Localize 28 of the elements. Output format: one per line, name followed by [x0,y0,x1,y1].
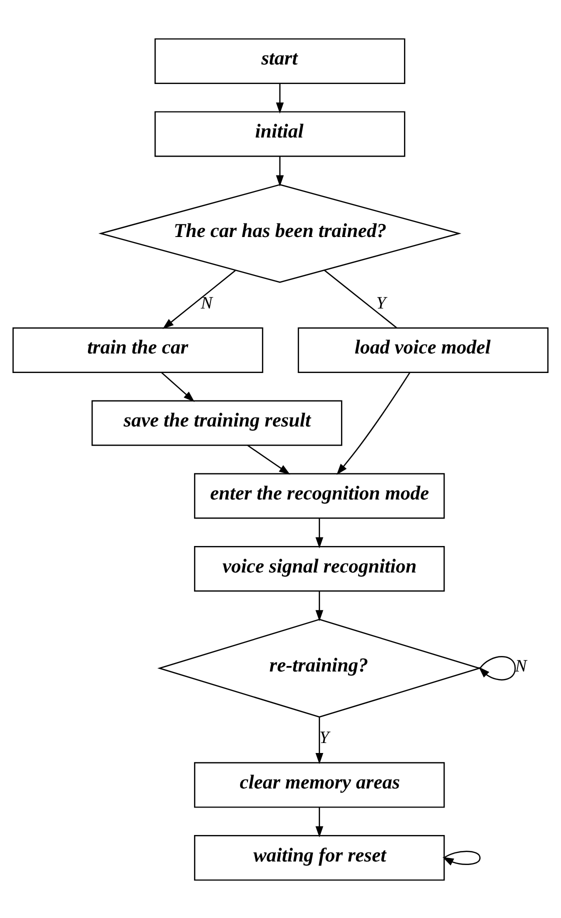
node-box: waiting for reset [194,834,445,880]
arrow [316,590,324,621]
connector [324,269,397,328]
arrow [162,270,236,329]
node-box: load voice model [298,326,549,373]
edge-label: Y [319,728,330,747]
arrow [316,806,324,837]
node-box: initial [154,110,406,156]
arrow [161,372,195,402]
node-box: train the car [12,326,264,373]
edge-label: N [200,292,212,312]
arrow [247,444,290,474]
node-diamond: re-training? [157,618,482,718]
arrow [276,83,284,114]
node-box: enter the recognition mode [194,472,445,518]
arrow [442,850,481,866]
arrow [316,716,324,764]
node-box: save the training result [92,400,342,446]
arrow [276,156,284,186]
edge-label: Y [376,292,386,312]
node-diamond: The car has been trained? [98,184,462,282]
node-box: start [154,38,406,84]
arrow [316,518,324,548]
node-box: clear memory areas [194,762,445,808]
arrow [336,372,410,474]
node-box: voice signal recognition [194,545,445,592]
edge-label: N [515,656,527,676]
arrow [478,656,516,680]
